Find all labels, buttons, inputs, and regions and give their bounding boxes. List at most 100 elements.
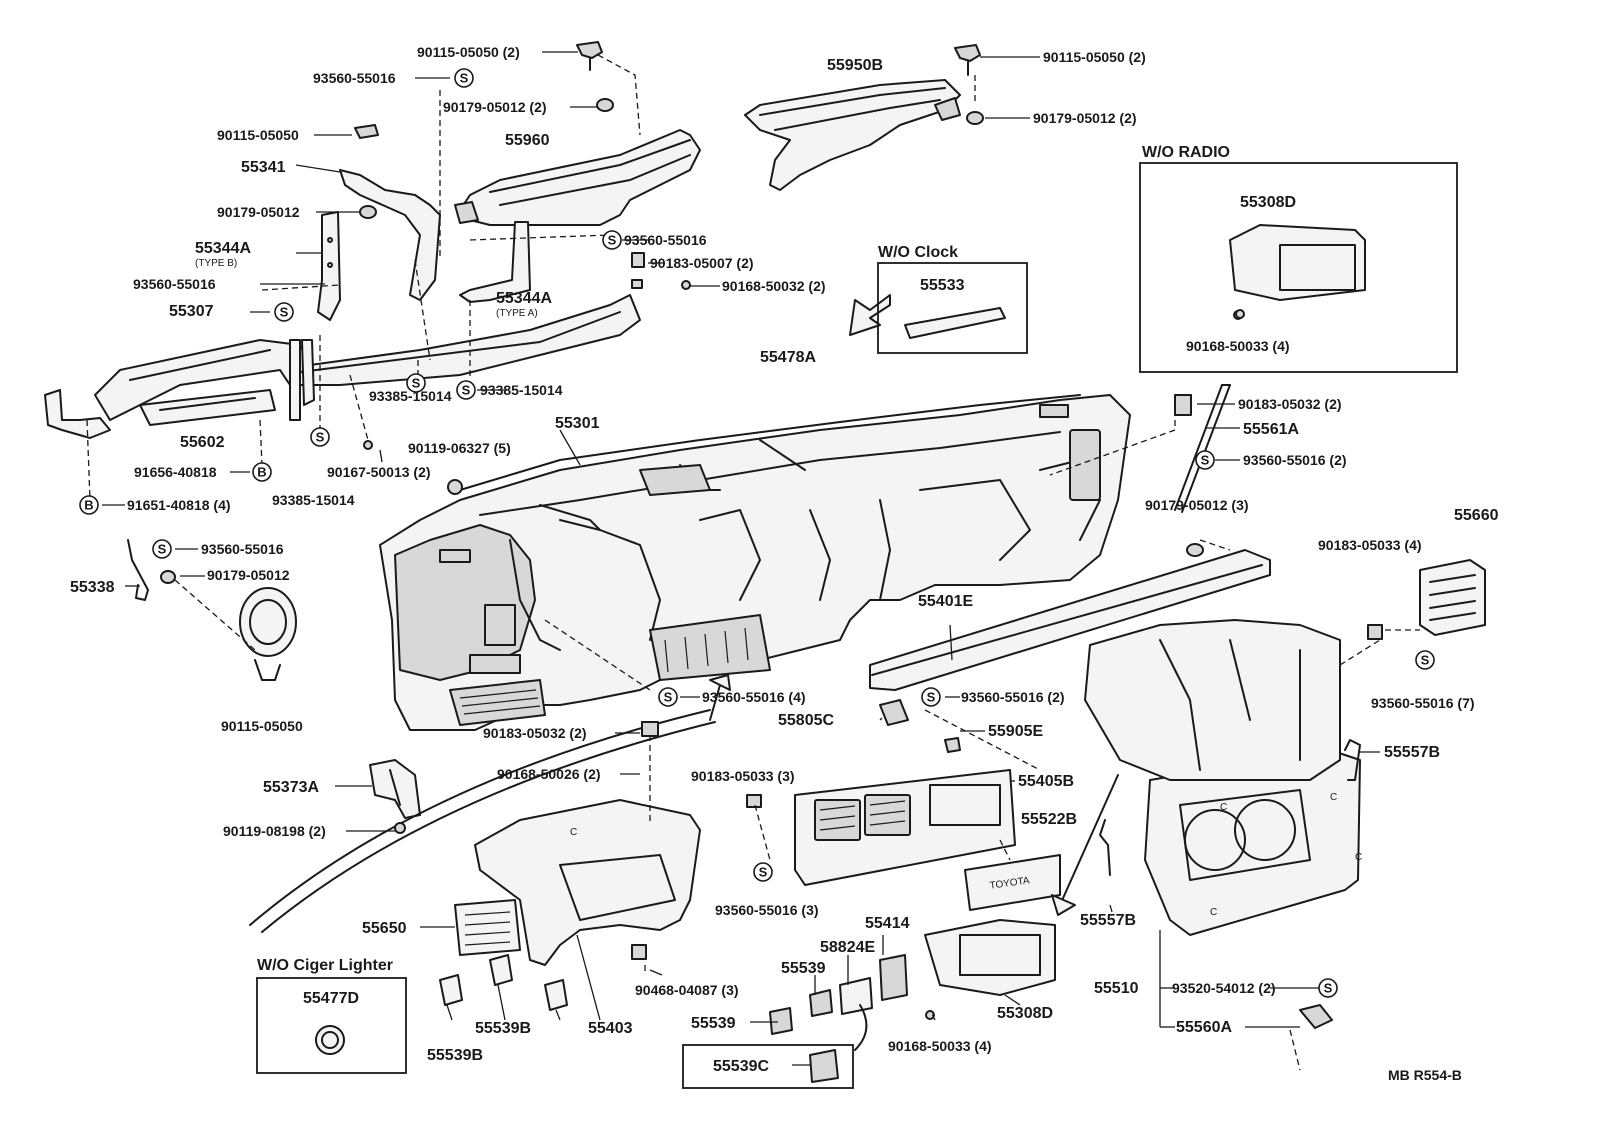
symbol-s-3: S xyxy=(274,302,294,322)
arrows xyxy=(709,294,1231,916)
callout-c48: 55405B xyxy=(1018,773,1074,790)
callout-c32: 90183-05032 (2) xyxy=(1238,396,1342,412)
callout-c33: 55561A xyxy=(1243,421,1299,438)
brace-55344A-type-b xyxy=(317,211,341,321)
inset-clock-part xyxy=(904,307,1006,339)
callout-c49: 55522B xyxy=(1021,811,1077,828)
callout-c27: 93385-15014 xyxy=(272,492,355,508)
callout-c42: 55905E xyxy=(988,723,1043,740)
callout-c65: 55510 xyxy=(1094,980,1139,997)
callout-c19: 93385-15014 xyxy=(369,388,452,404)
callout-c43: 90183-05032 (2) xyxy=(483,725,587,741)
symbol-s-13: S xyxy=(1318,978,1338,998)
svg-text:S: S xyxy=(158,542,167,557)
callout-c55: 55414 xyxy=(865,915,910,932)
symbol-s-7: S xyxy=(152,539,172,559)
vent-55660 xyxy=(1419,559,1486,636)
callout-c07: 90179-05012 xyxy=(217,204,300,220)
bracket-55602 xyxy=(139,389,276,426)
callout-c46: 90119-08198 (2) xyxy=(223,823,326,839)
callout-c53: 93560-55016 (3) xyxy=(715,902,819,918)
callout-c01: 90115-05050 (2) xyxy=(417,44,520,60)
bracket-55338 xyxy=(127,539,149,601)
diagram-code: MB R554-B xyxy=(1388,1067,1462,1083)
callout-c51: 55557B xyxy=(1384,744,1440,761)
callout-c13: 90168-50032 (2) xyxy=(722,278,826,294)
svg-text:C: C xyxy=(1330,792,1337,803)
inset-radio-part xyxy=(1229,224,1366,319)
inset-wo-radio-part: 55308D xyxy=(1240,194,1296,211)
callout-c36: 90183-05033 (4) xyxy=(1318,537,1422,553)
svg-text:B: B xyxy=(84,498,93,513)
wire-harness xyxy=(249,709,711,926)
symbol-s-5: S xyxy=(456,380,476,400)
instrument-panel-55301 xyxy=(379,394,1131,731)
callout-c58: 90468-04087 (3) xyxy=(635,982,739,998)
callout-c63: 55308D xyxy=(997,1005,1053,1022)
symbol-s-6: S xyxy=(310,427,330,447)
callout-c12: 90183-05007 (2) xyxy=(650,255,754,271)
callout-c06: 55960 xyxy=(505,132,550,149)
inset-wo-cigar-title: W/O Ciger Lighter xyxy=(257,957,393,974)
inset-wo-radio xyxy=(1139,162,1458,373)
svg-text:S: S xyxy=(1421,653,1430,668)
svg-text:S: S xyxy=(412,376,421,391)
callout-c40: 93560-55016 (2) xyxy=(961,689,1065,705)
callout-c52: 55557B xyxy=(1080,912,1136,929)
callout-c14: 55344A xyxy=(496,290,552,307)
callout-c21: 55602 xyxy=(180,434,225,451)
callout-c09: 93560-55016 xyxy=(133,276,216,292)
svg-text:S: S xyxy=(927,690,936,705)
callout-c29: 55338 xyxy=(70,579,115,596)
svg-text:S: S xyxy=(1201,453,1210,468)
callout-c08b: (TYPE B) xyxy=(195,258,237,269)
inset-wo-clock xyxy=(877,262,1028,354)
circled-symbols: S S S S S S B B S S S S S S S xyxy=(79,68,1435,998)
callout-c69: 55477D xyxy=(303,990,359,1007)
symbol-s-1: S xyxy=(454,68,474,88)
callout-c11: 93560-55016 xyxy=(624,232,707,248)
callout-c35: 90179-05012 (3) xyxy=(1145,497,1249,513)
defroster-duct-55960 xyxy=(454,129,701,226)
svg-text:C: C xyxy=(1210,907,1217,918)
svg-text:S: S xyxy=(608,233,617,248)
symbol-s-9: S xyxy=(658,687,678,707)
panel-marks: C C C C C xyxy=(570,792,1362,918)
inset-wo-radio-title: W/O RADIO xyxy=(1142,144,1230,161)
inset-wo-cigar-lighter xyxy=(256,977,407,1074)
callout-c08: 55344A xyxy=(195,240,251,257)
fasteners xyxy=(160,41,1383,1029)
svg-text:S: S xyxy=(664,690,673,705)
cluster-bezel-55403 xyxy=(474,799,701,966)
switch-caps xyxy=(439,954,908,1035)
callout-c56: 58824E xyxy=(820,939,875,956)
bracket-55373A xyxy=(369,759,421,819)
svg-text:C: C xyxy=(570,827,577,838)
callout-c47: 90183-05033 (3) xyxy=(691,768,795,784)
symbol-s-8: S xyxy=(1195,450,1215,470)
side-vent-55650 xyxy=(454,899,521,956)
callout-c17: 90179-05012 (2) xyxy=(1033,110,1137,126)
svg-text:S: S xyxy=(462,383,471,398)
callout-c44: 90168-50026 (2) xyxy=(497,766,601,782)
callout-c25: 90167-50013 (2) xyxy=(327,464,431,480)
svg-text:S: S xyxy=(1324,981,1333,996)
center-vent-55405B xyxy=(794,769,1016,886)
inset-55539c xyxy=(682,1044,854,1089)
callout-c68: 55539C xyxy=(713,1058,769,1075)
callout-c16: 90115-05050 (2) xyxy=(1043,49,1146,65)
svg-text:S: S xyxy=(759,865,768,880)
symbol-s-11: S xyxy=(1415,650,1435,670)
callout-c04: 90115-05050 xyxy=(217,127,299,143)
callout-c10: 55307 xyxy=(169,303,214,320)
callout-c03: 90179-05012 (2) xyxy=(443,99,547,115)
callout-c62: 55539 xyxy=(691,1015,736,1032)
callout-c30: 90179-05012 xyxy=(207,567,290,583)
leader-lines xyxy=(102,51,1380,1066)
callout-c57: 55539 xyxy=(781,960,826,977)
symbol-s-2: S xyxy=(602,230,622,250)
garnish-55522B: TOYOTA xyxy=(964,854,1061,911)
callout-c31: 90115-05050 xyxy=(221,718,303,734)
callout-c23: 90119-06327 (5) xyxy=(408,440,511,456)
